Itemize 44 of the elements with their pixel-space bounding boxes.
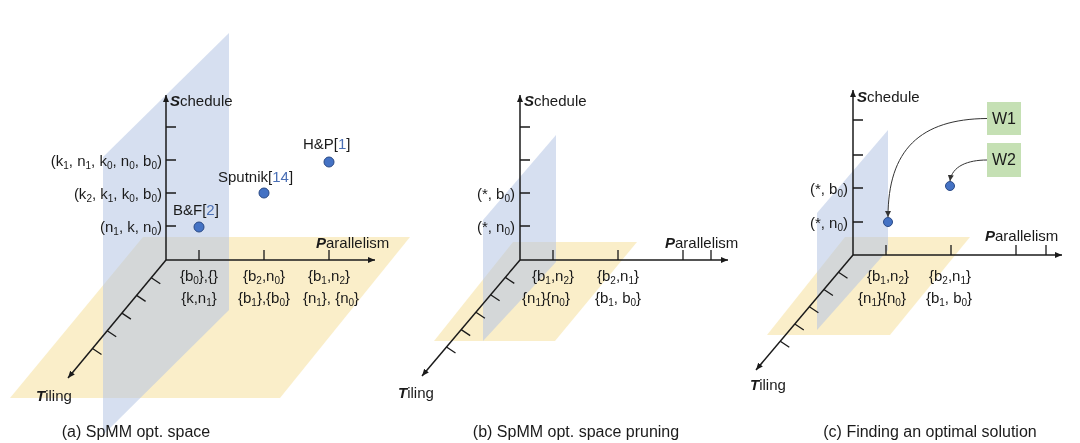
tick-label: {b$_{2}$,n$_{0}$} bbox=[243, 266, 285, 284]
tick-label: (k$_{1}$, n$_{1}$, k$_{0}$, n$_{0}$, b$_{0}$) bbox=[50, 151, 162, 169]
tick-label: (*, n$_{0}$) bbox=[809, 213, 848, 231]
caption: (b) SpMM opt. space pruning bbox=[472, 422, 680, 440]
tick-label: {b$_{1}$, b$_{0}$} bbox=[594, 288, 642, 306]
box-label: W1 bbox=[992, 109, 1016, 128]
axis-label: Schedule bbox=[857, 87, 920, 105]
tick-label: (*, b$_{0}$) bbox=[809, 179, 848, 197]
caption: (c) Finding an optimal solution bbox=[823, 422, 1037, 440]
caption: (a) SpMM opt. space bbox=[61, 422, 211, 440]
point-label: H&P[1] bbox=[303, 134, 351, 152]
tick-label: {n$_{1}$}{n$_{0}$} bbox=[858, 288, 906, 306]
tick-label: {b$_{1}$,n$_{2}$} bbox=[532, 266, 574, 284]
axis-label: Tiling bbox=[750, 375, 786, 393]
axis-label: Parallelism bbox=[985, 226, 1059, 244]
data-point bbox=[945, 181, 955, 191]
data-point bbox=[883, 217, 893, 227]
tick-label: (*, n$_{0}$) bbox=[476, 217, 515, 235]
axis-label: Schedule bbox=[170, 91, 233, 109]
tick-label: {b$_{2}$,n$_{1}$} bbox=[597, 266, 639, 284]
axis-label: Schedule bbox=[524, 91, 587, 109]
box-label: W2 bbox=[992, 151, 1016, 169]
axis-label: Tiling bbox=[398, 383, 434, 401]
tick-label: {n$_{1}$}{n$_{0}$} bbox=[522, 288, 570, 306]
arrow bbox=[948, 159, 988, 182]
tick-label: {b$_{1}$,n$_{2}$} bbox=[867, 266, 909, 284]
arrow bbox=[885, 118, 988, 218]
point-label: Sputnik[14] bbox=[218, 167, 294, 185]
tick-label: {n$_{1}$}, {n$_{0}$} bbox=[302, 288, 360, 306]
tick-label: (k$_{2}$, k$_{1}$, k$_{0}$, b$_{0}$) bbox=[73, 184, 162, 202]
label-box bbox=[987, 143, 1021, 177]
tick-label: {b$_{1}$,n$_{2}$} bbox=[308, 266, 350, 284]
axis-label: Parallelism bbox=[316, 233, 390, 251]
tick-label: (n$_{1}$, k, n$_{0}$) bbox=[100, 217, 162, 235]
tick-label: (*, b$_{0}$) bbox=[476, 184, 515, 202]
tick-label: {b$_{1}$},{b$_{0}$} bbox=[238, 288, 290, 306]
axis-label: Parallelism bbox=[665, 233, 739, 251]
label-box bbox=[987, 102, 1021, 135]
axis-label: Tiling bbox=[36, 386, 72, 404]
tick-label: {b$_{2}$,n$_{1}$} bbox=[929, 266, 971, 284]
tick-label: {b$_{1}$, b$_{0}$} bbox=[925, 288, 973, 306]
tick-label: {k,n$_{1}$} bbox=[181, 288, 217, 306]
point-label: B&F[2] bbox=[173, 200, 219, 218]
tick-label: {b$_{0}$},{} bbox=[179, 266, 219, 284]
